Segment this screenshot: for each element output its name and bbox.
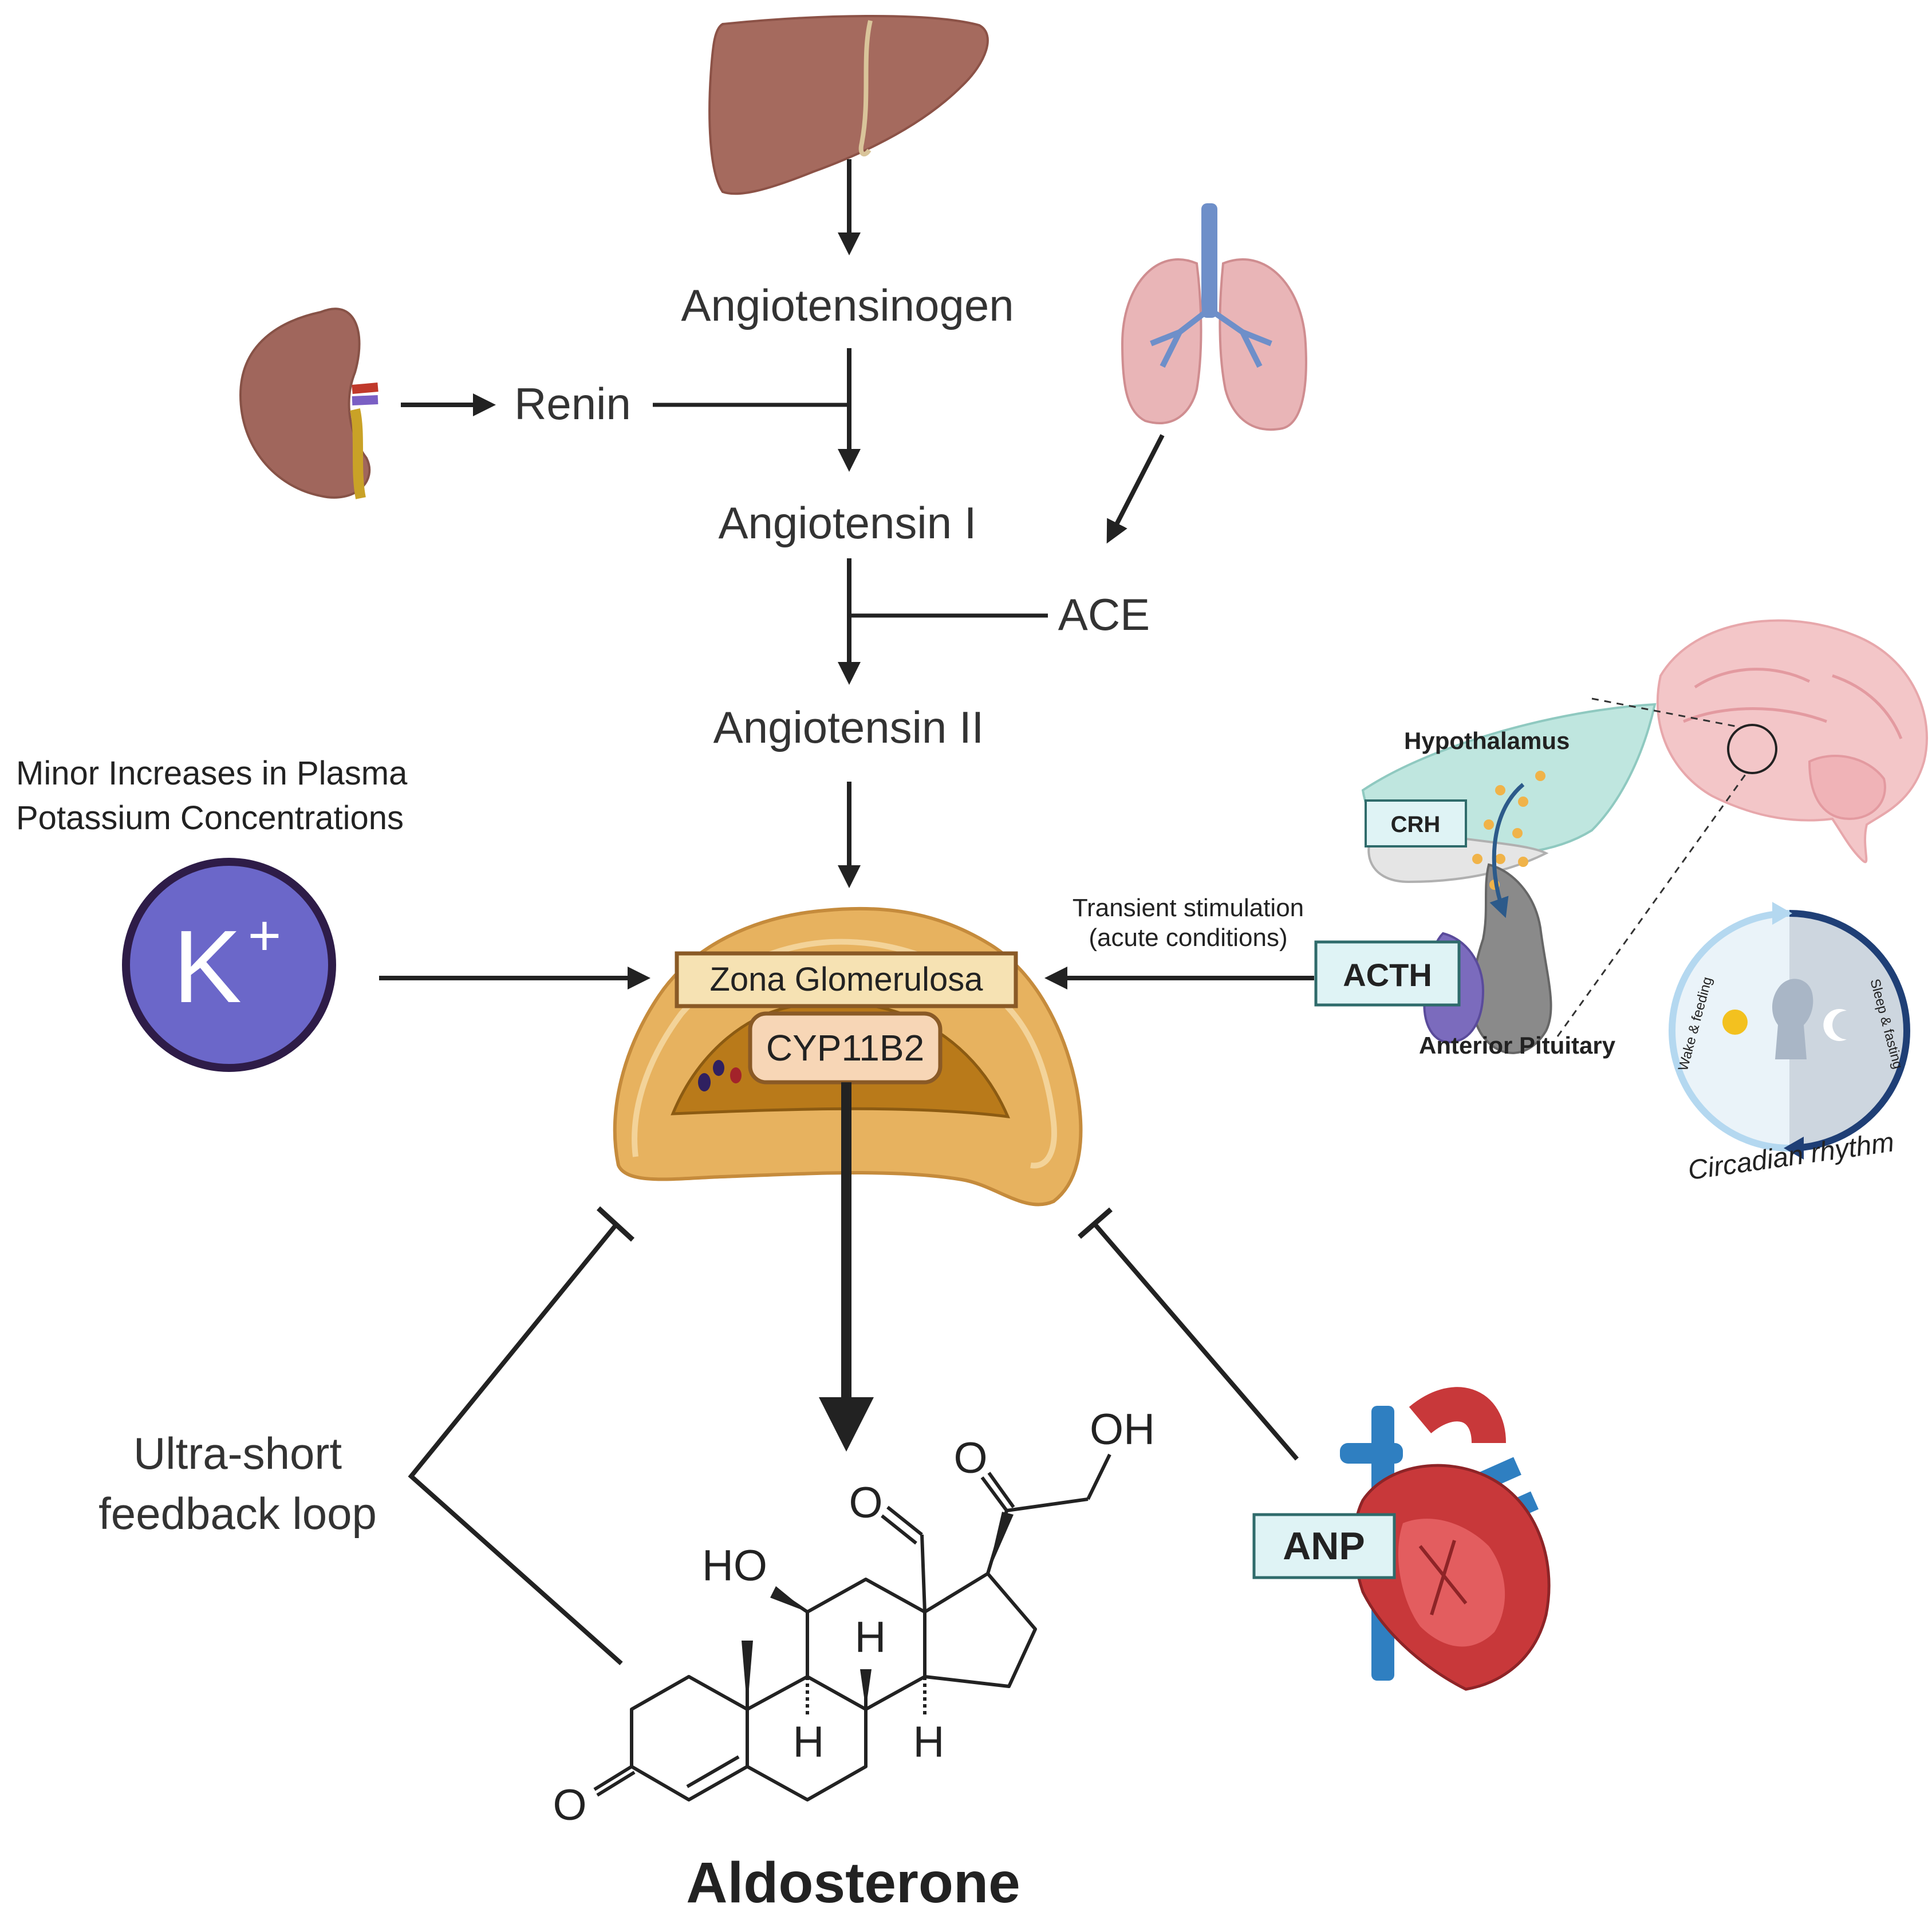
anterior-pituitary-label: Anterior Pituitary [1419,1032,1616,1059]
feedback-loop-label-line2: feedback loop [98,1488,377,1539]
acth-label: ACTH [1343,957,1432,993]
angiotensin-1-label: Angiotensin I [719,498,977,548]
potassium-symbol: K [173,909,242,1024]
molecule-o-bottom: O [553,1781,586,1830]
anp-box: ANP [1252,1513,1396,1579]
molecule-o-aldehyde: O [849,1479,882,1527]
potassium-ion-icon: K + [122,858,336,1072]
methyl-wedge [742,1641,753,1709]
angiotensin-2-label: Angiotensin II [713,702,984,752]
crh-label: CRH [1391,812,1441,837]
molecule-o-ketone: O [953,1434,987,1483]
molecule-h-upper: H [855,1613,886,1662]
molecule-h-left: H [793,1718,825,1767]
crh-box: CRH [1365,799,1467,847]
anp-label: ANP [1283,1524,1365,1568]
cyp11b2-label: CYP11B2 [766,1027,924,1069]
zona-glomerulosa-label: Zona Glomerulosa [709,961,983,998]
brain-icon [1656,619,1928,864]
molecule-oh-top: OH [1090,1405,1155,1454]
circadian-clock-icon [1669,902,1910,1160]
arrow-lungs-to-ace [1106,434,1165,544]
feedback-loop-line [408,1224,623,1665]
potassium-charge: + [248,904,281,968]
kidney-icon [239,308,378,499]
feedback-loop-label-line1: Ultra-short [133,1428,342,1479]
ace-label: ACE [1058,589,1150,640]
transient-stimulation-label-line2: (acute conditions) [1089,924,1287,952]
zona-glomerulosa-box: Zona Glomerulosa [675,951,1018,1008]
anp-inhibition-bar [1078,1207,1113,1239]
molecule-h-right: H [913,1718,945,1767]
potassium-label-line2: Potassium Concentrations [16,799,404,837]
liver-icon [708,14,989,195]
zoom-guide-line-1 [1591,697,1741,728]
ho-wedge [770,1586,807,1612]
arrowhead-aldosterone [819,1397,874,1452]
h-upper-wedge [860,1669,872,1709]
heart-icon [1340,1387,1551,1691]
cyp11b2-box: CYP11B2 [748,1011,943,1085]
molecule-ho: HO [702,1542,767,1590]
zoom-guide-line-2 [1556,772,1748,1037]
lungs-icon [1121,203,1307,431]
feedback-inhibition-bar [596,1206,635,1242]
acth-box: ACTH [1314,940,1461,1007]
side-chain-wedge [988,1512,1014,1574]
angiotensinogen-label: Angiotensinogen [681,280,1014,330]
hypothalamus-label: Hypothalamus [1404,727,1570,754]
potassium-label-line1: Minor Increases in Plasma [16,755,408,792]
transient-stimulation-label-line1: Transient stimulation [1073,894,1304,922]
renin-label: Renin [514,379,631,429]
anp-inhibition-line [1093,1223,1299,1461]
aldosterone-label: Aldosterone [686,1851,1020,1912]
